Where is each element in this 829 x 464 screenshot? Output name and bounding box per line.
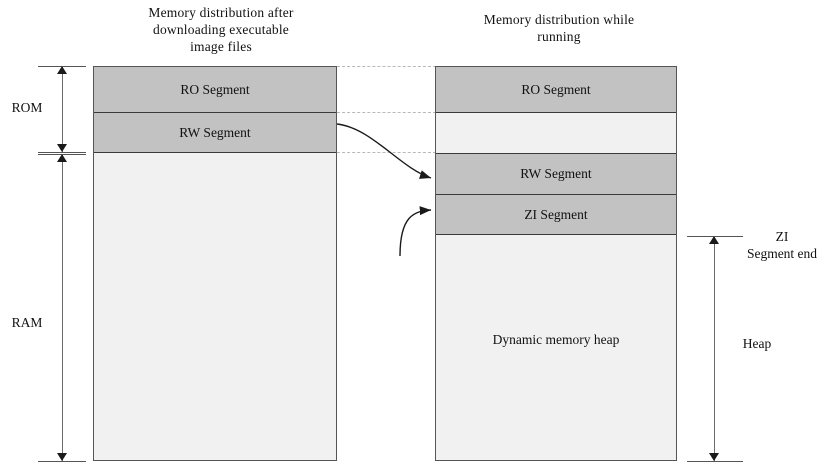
zi-segment-end-line-2: Segment end bbox=[746, 246, 818, 261]
left-diagram-title: Memory distribution after downloading ex… bbox=[116, 4, 326, 55]
left-title-line-1: Memory distribution after bbox=[148, 5, 294, 20]
heap-dimension-line bbox=[714, 236, 715, 461]
heap-label: Heap bbox=[742, 336, 772, 351]
ram-arrowhead-down bbox=[57, 453, 67, 461]
zi-segment-end-line-1: ZI bbox=[775, 229, 789, 244]
right-title-line-2: running bbox=[537, 29, 581, 44]
ram-dimension-line bbox=[62, 154, 63, 461]
right-diagram-title: Memory distribution while running bbox=[456, 11, 662, 45]
rom-arrowhead-down bbox=[57, 144, 67, 152]
heap-arrowhead-up bbox=[709, 236, 719, 244]
guide-line-rw-bottom bbox=[337, 152, 436, 153]
guide-line-top bbox=[337, 66, 436, 67]
rom-dimension-line bbox=[62, 66, 63, 152]
ram-arrowhead-up bbox=[57, 154, 67, 162]
zi-segment-end-label: ZI Segment end bbox=[736, 228, 828, 262]
right-title-line-1: Memory distribution while bbox=[483, 12, 635, 27]
rom-arrowhead-up bbox=[57, 66, 67, 74]
right-segment-ro: RO Segment bbox=[436, 67, 676, 113]
ram-label: RAM bbox=[11, 315, 43, 330]
right-segment-gap bbox=[436, 113, 676, 153]
guide-line-ro-rw bbox=[337, 112, 436, 113]
ram-tick-bottom bbox=[38, 461, 86, 462]
dynamic-heap-label: Dynamic memory heap bbox=[492, 332, 620, 347]
heap-bottom-tick bbox=[687, 461, 743, 462]
rom-tick-bottom bbox=[38, 152, 86, 153]
right-memory-block: RO Segment RW Segment ZI Segment Dynamic… bbox=[435, 66, 677, 461]
heap-arrowhead-down bbox=[709, 453, 719, 461]
left-title-line-3: image files bbox=[190, 39, 252, 54]
arrow-rw-to-rw bbox=[336, 123, 432, 179]
rom-label: ROM bbox=[11, 100, 43, 115]
left-title-line-2: downloading executable bbox=[153, 22, 289, 37]
arrow-to-zi bbox=[399, 206, 432, 257]
